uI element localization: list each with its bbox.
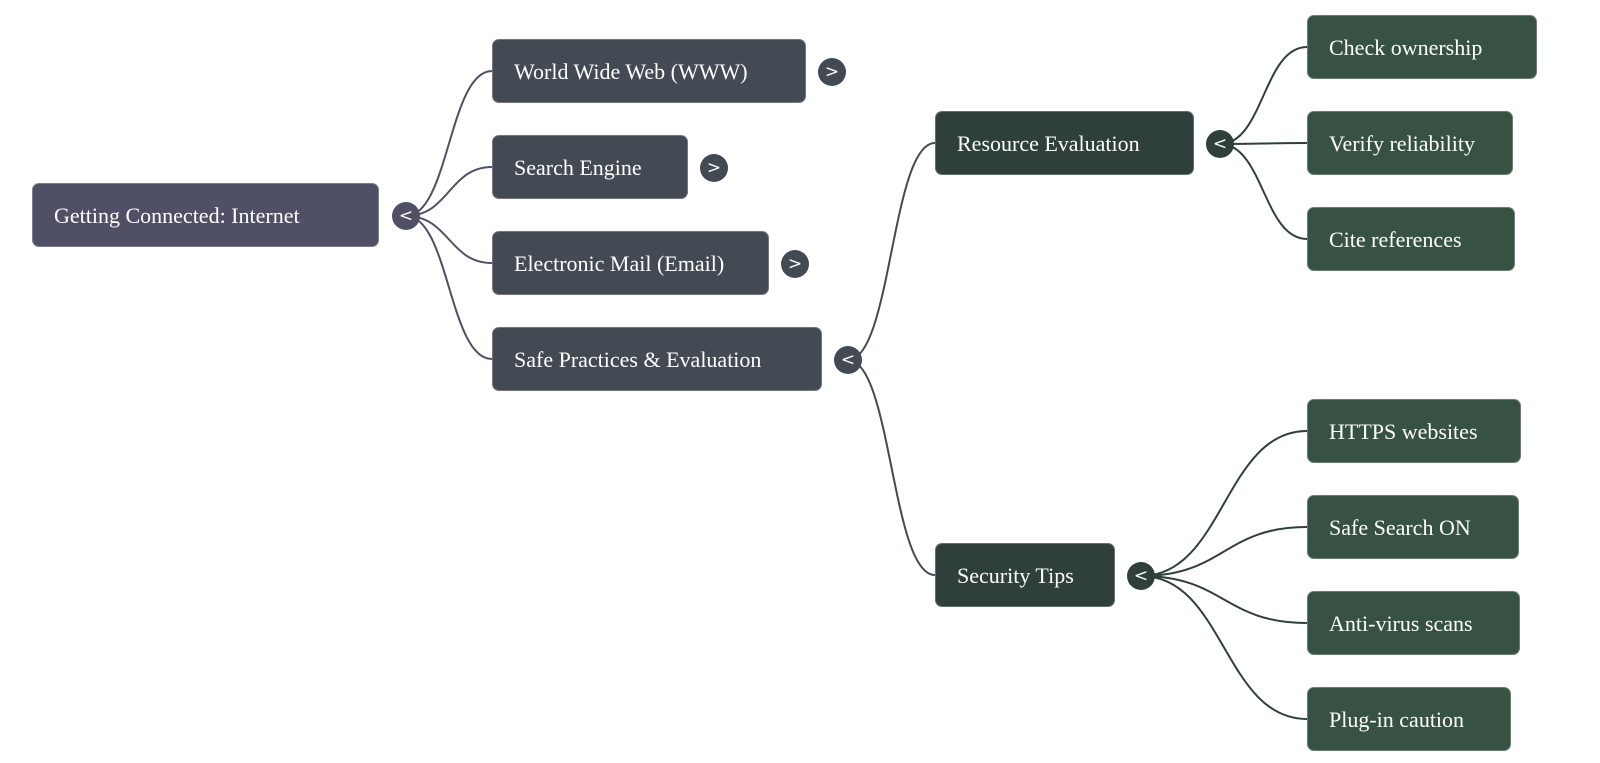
node-cite-references[interactable]: Cite references	[1307, 207, 1515, 271]
link-root-to-electronic-mail	[405, 215, 493, 264]
node-safe-search-on[interactable]: Safe Search ON	[1307, 495, 1519, 559]
link-root-to-safe-practices	[405, 215, 493, 360]
node-security-tips[interactable]: Security Tips	[935, 543, 1115, 607]
root-node[interactable]: Getting Connected: Internet	[32, 183, 379, 247]
expand-toggle-electronic-mail[interactable]: >	[781, 250, 809, 278]
node-world-wide-web[interactable]: World Wide Web (WWW)	[492, 39, 806, 103]
collapse-toggle-resource-evaluation[interactable]: <	[1206, 130, 1234, 158]
link-security-tips-to-plug-in-caution	[1140, 575, 1308, 720]
node-check-ownership[interactable]: Check ownership	[1307, 15, 1537, 79]
node-plug-in-caution[interactable]: Plug-in caution	[1307, 687, 1511, 751]
link-resource-evaluation-to-cite-references	[1219, 143, 1308, 240]
node-search-engine[interactable]: Search Engine	[492, 135, 688, 199]
link-root-to-search-engine	[405, 166, 493, 217]
node-electronic-mail[interactable]: Electronic Mail (Email)	[492, 231, 769, 295]
node-resource-evaluation[interactable]: Resource Evaluation	[935, 111, 1194, 175]
node-https-websites[interactable]: HTTPS websites	[1307, 399, 1521, 463]
collapse-toggle-root[interactable]: <	[392, 202, 420, 230]
node-anti-virus-scans[interactable]: Anti-virus scans	[1307, 591, 1520, 655]
collapse-toggle-security-tips[interactable]: <	[1127, 562, 1155, 590]
node-verify-reliability[interactable]: Verify reliability	[1307, 111, 1513, 175]
link-security-tips-to-safe-search-on	[1140, 526, 1308, 577]
link-root-to-world-wide-web	[405, 70, 493, 217]
link-safe-practices-to-resource-evaluation	[847, 142, 936, 361]
link-security-tips-to-https-websites	[1140, 430, 1308, 577]
collapse-toggle-safe-practices[interactable]: <	[834, 346, 862, 374]
link-safe-practices-to-security-tips	[847, 359, 936, 576]
link-resource-evaluation-to-check-ownership	[1219, 46, 1308, 145]
expand-toggle-search-engine[interactable]: >	[700, 154, 728, 182]
expand-toggle-world-wide-web[interactable]: >	[818, 58, 846, 86]
node-safe-practices[interactable]: Safe Practices & Evaluation	[492, 327, 822, 391]
link-security-tips-to-anti-virus-scans	[1140, 575, 1308, 624]
